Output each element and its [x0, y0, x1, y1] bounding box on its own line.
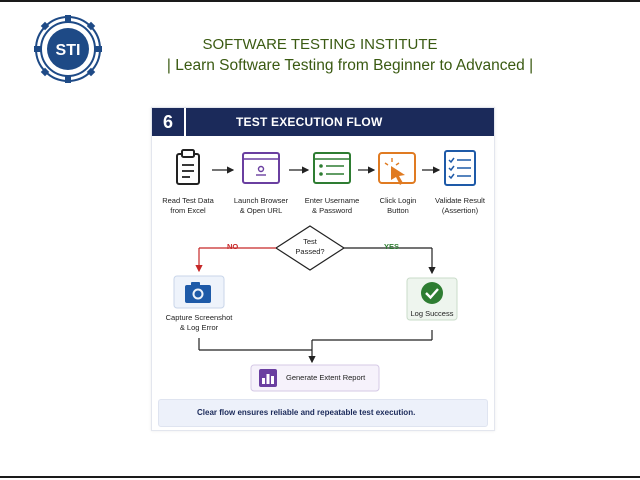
step-5-line2: (Assertion) — [441, 206, 479, 215]
decision-diamond — [274, 225, 346, 271]
browser-window-icon — [242, 152, 280, 184]
camera-icon — [185, 282, 211, 303]
decision-label: Test Passed? — [285, 237, 335, 257]
step-3-label: Enter Username & Password — [297, 196, 367, 216]
click-hand-icon — [378, 152, 416, 185]
checklist-icon — [444, 150, 476, 186]
sti-logo: STI — [34, 15, 102, 83]
clipboard-icon — [176, 149, 200, 185]
yes-label: YES — [384, 242, 400, 251]
fail-box-line2: & Log Error — [179, 323, 219, 332]
login-form-icon — [313, 152, 351, 184]
step-5-line1: Validate Result — [435, 196, 485, 205]
pass-box-label: Log Success — [410, 309, 454, 318]
step-1-line1: Read Test Data — [162, 196, 214, 205]
fail-box-label: Capture Screenshot & Log Error — [154, 313, 244, 333]
step-4-line1: Click Login — [379, 196, 417, 205]
institute-subtitle: | Learn Software Testing from Beginner t… — [166, 57, 534, 74]
decision-line2: Passed? — [295, 247, 325, 256]
institute-title: SOFTWARE TESTING INSTITUTE — [202, 36, 438, 53]
test-execution-flow-card: 6 TEST EXECUTION FLOW — [151, 107, 495, 431]
footer-text: Clear flow ensures reliable and repeatab… — [197, 408, 416, 417]
step-number-badge: 6 — [152, 108, 186, 136]
step-1-line2: from Excel — [170, 206, 206, 215]
step-2-line2: & Open URL — [239, 206, 283, 215]
step-1-label: Read Test Data from Excel — [153, 196, 223, 216]
fail-box-line1: Capture Screenshot — [165, 313, 233, 322]
report-label: Generate Extent Report — [286, 373, 366, 382]
decision-line1: Test — [303, 237, 317, 246]
card-header: 6 TEST EXECUTION FLOW — [152, 108, 494, 136]
step-3-line2: & Password — [311, 206, 353, 215]
gear-icon — [34, 15, 102, 83]
step-2-line1: Launch Browser — [233, 196, 289, 205]
step-4-label: Click Login Button — [363, 196, 433, 216]
step-2-label: Launch Browser & Open URL — [226, 196, 296, 216]
card-title: TEST EXECUTION FLOW — [236, 115, 383, 129]
top-border — [0, 0, 640, 2]
bar-chart-icon — [259, 369, 277, 387]
generate-report-box — [250, 364, 380, 392]
check-circle-icon — [421, 282, 443, 304]
logo-text: STI — [56, 42, 81, 59]
step-3-line1: Enter Username — [304, 196, 360, 205]
step-5-label: Validate Result (Assertion) — [425, 196, 494, 216]
no-label: NO — [227, 242, 239, 251]
step-4-line2: Button — [387, 206, 409, 215]
footer-note: Clear flow ensures reliable and repeatab… — [158, 399, 488, 427]
bottom-border — [0, 476, 640, 478]
